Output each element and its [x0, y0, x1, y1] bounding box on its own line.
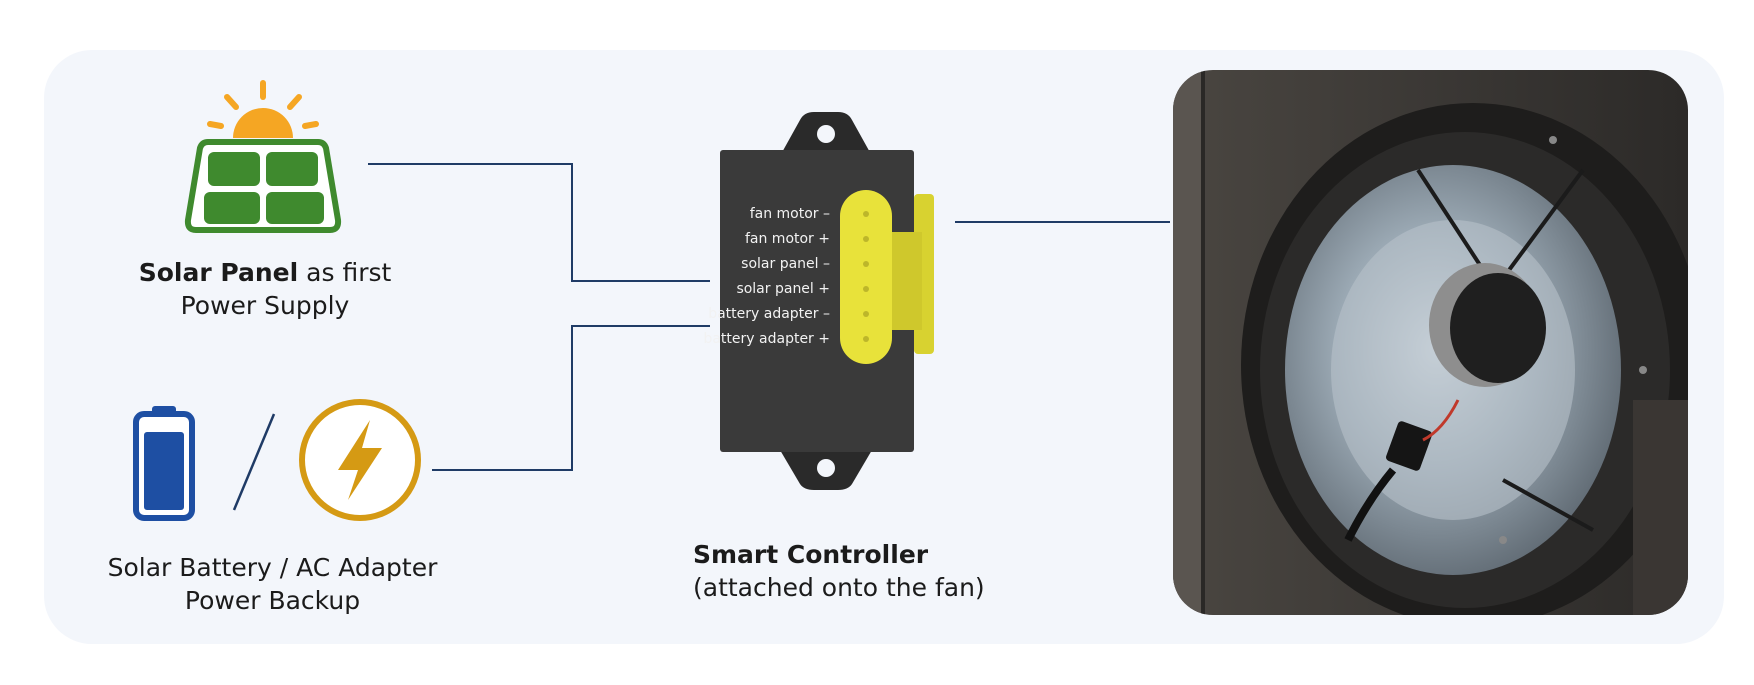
controller-subtitle: (attached onto the fan): [693, 573, 985, 602]
battery-icon: [133, 406, 195, 521]
solar-panel-title: Solar Panel: [138, 258, 299, 287]
terminal-labels: fan motor – fan motor + solar panel – so…: [703, 206, 830, 356]
terminal-label: fan motor +: [744, 231, 830, 247]
terminal-label: solar panel +: [736, 281, 830, 297]
solar-panel-title-rest: as first: [298, 258, 392, 287]
smart-controller-device: fan motor – fan motor + solar panel – so…: [703, 110, 938, 490]
terminal-label: battery adapter –: [708, 306, 830, 322]
terminal-label: fan motor –: [749, 206, 830, 222]
backup-connector-line: [432, 325, 710, 471]
backup-subtitle: Power Backup: [184, 586, 361, 615]
slash-divider: [232, 413, 276, 511]
sun-icon: [207, 80, 319, 138]
solar-panel-caption: Solar Panel as first Power Supply: [130, 256, 400, 322]
fan-photo: [1173, 70, 1688, 615]
solar-panel-icon: [184, 80, 342, 233]
backup-caption: Solar Battery / AC Adapter Power Backup: [100, 551, 445, 617]
controller-caption: Smart Controller (attached onto the fan): [693, 538, 985, 604]
solar-panel-subtitle: Power Supply: [180, 291, 350, 320]
backup-title: Solar Battery / AC Adapter: [107, 553, 438, 582]
terminal-label: battery adapter +: [703, 331, 830, 347]
controller-title: Smart Controller: [693, 540, 929, 569]
terminal-label: solar panel –: [741, 256, 830, 272]
solar-connector-line: [368, 163, 710, 282]
lightning-bolt-icon: [299, 399, 421, 521]
